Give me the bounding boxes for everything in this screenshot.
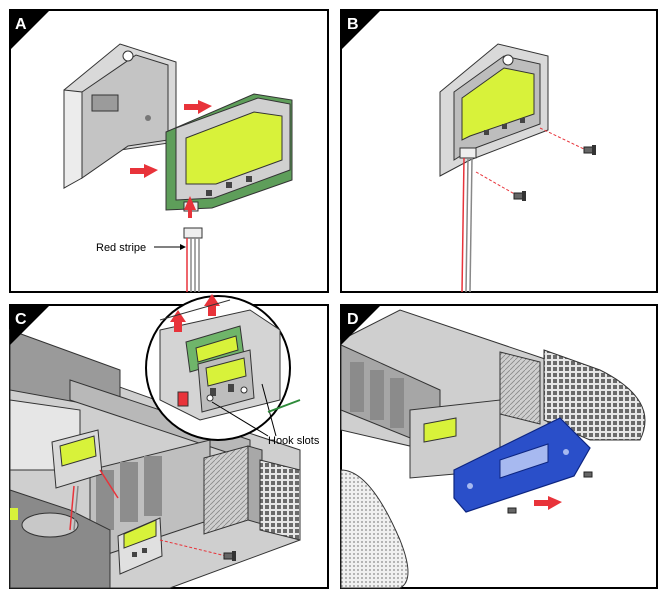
blue-front-bezel [453,417,591,513]
ribbon-cable [183,227,203,292]
screw-icon [223,551,236,561]
red-stripe-label: Red stripe [96,242,146,254]
server-chassis-d [340,309,646,589]
panel-b-label: B [347,16,359,33]
chassis-display-bezel [117,517,163,575]
panel-d-label: D [347,311,359,328]
insert-arrow-lower [130,164,158,178]
detail-magnifier: Hook slots [145,294,320,447]
screw-icon [507,507,517,514]
panel-c [9,304,329,589]
display-being-installed [51,429,119,531]
install-bezel-arrow [534,496,562,510]
cable-b [461,157,473,293]
hook-slots-leader [211,401,269,437]
assembled-display [439,43,549,177]
panel-d: D [340,304,658,589]
panel-c-label: C [15,311,27,328]
insert-arrow-upper [184,100,212,114]
panel-b: B [340,9,658,293]
panel-a: A [9,9,329,293]
hook-slots-label: Hook slots [268,435,320,447]
connector-arrow [184,196,196,218]
display-module [165,93,293,212]
screw-icon [583,471,593,478]
screw-icon [513,191,526,201]
screw-icon [583,145,596,155]
panel-a-label: A [15,16,27,33]
